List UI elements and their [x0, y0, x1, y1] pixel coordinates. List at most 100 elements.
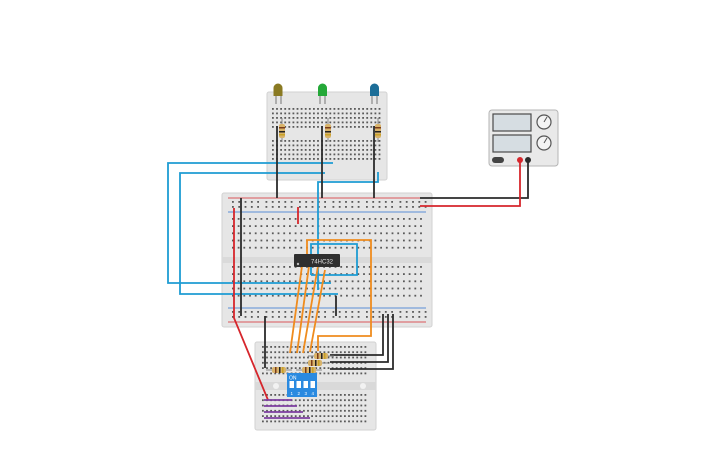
breadboard-hole[interactable] — [403, 294, 405, 297]
breadboard-hole[interactable] — [262, 367, 264, 369]
breadboard-hole[interactable] — [299, 201, 301, 203]
breadboard-hole[interactable] — [254, 218, 257, 220]
breadboard-hole[interactable] — [315, 420, 318, 423]
breadboard-hole[interactable] — [237, 246, 240, 249]
breadboard-hole[interactable] — [323, 294, 325, 297]
dip-switch-toggle[interactable] — [289, 381, 295, 388]
breadboard-hole[interactable] — [254, 246, 257, 249]
breadboard-hole[interactable] — [333, 158, 336, 160]
breadboard-hole[interactable] — [325, 153, 328, 156]
breadboard-hole[interactable] — [313, 140, 315, 142]
breadboard-hole[interactable] — [403, 239, 405, 242]
breadboard-hole[interactable] — [313, 117, 315, 119]
breadboard-hole[interactable] — [349, 121, 352, 124]
breadboard-hole[interactable] — [308, 108, 311, 110]
breadboard-hole[interactable] — [232, 239, 234, 242]
breadboard-hole[interactable] — [300, 158, 303, 160]
breadboard-hole[interactable] — [289, 246, 291, 249]
breadboard-hole[interactable] — [271, 246, 274, 249]
breadboard-hole[interactable] — [243, 246, 246, 249]
breadboard-hole[interactable] — [356, 409, 359, 412]
breadboard-hole[interactable] — [323, 394, 326, 396]
breadboard-hole[interactable] — [335, 420, 338, 423]
breadboard-hole[interactable] — [266, 409, 268, 412]
breadboard-hole[interactable] — [274, 420, 277, 423]
breadboard-hole[interactable] — [300, 121, 303, 124]
breadboard-hole[interactable] — [358, 149, 360, 151]
breadboard-hole[interactable] — [328, 287, 331, 290]
breadboard-hole[interactable] — [325, 144, 328, 147]
breadboard-hole[interactable] — [317, 108, 319, 110]
breadboard-hole[interactable] — [298, 420, 301, 423]
breadboard-hole[interactable] — [354, 126, 356, 128]
breadboard-hole[interactable] — [364, 372, 367, 375]
breadboard-hole[interactable] — [274, 372, 277, 375]
breadboard-hole[interactable] — [296, 112, 299, 115]
breadboard-hole[interactable] — [334, 287, 337, 290]
breadboard-hole[interactable] — [308, 149, 311, 151]
breadboard-hole[interactable] — [341, 144, 344, 147]
breadboard-hole[interactable] — [374, 280, 377, 283]
resistor[interactable] — [308, 353, 334, 359]
breadboard-hole[interactable] — [368, 266, 371, 268]
breadboard-hole[interactable] — [354, 112, 356, 115]
breadboard-hole[interactable] — [283, 266, 286, 268]
breadboard-hole[interactable] — [260, 225, 263, 227]
breadboard-hole[interactable] — [266, 420, 268, 423]
breadboard-hole[interactable] — [380, 225, 382, 227]
breadboard-hole[interactable] — [315, 399, 318, 402]
breadboard-hole[interactable] — [254, 232, 257, 235]
breadboard-hole[interactable] — [249, 225, 251, 227]
breadboard-hole[interactable] — [313, 153, 315, 156]
wire-black[interactable] — [330, 314, 394, 370]
breadboard-hole[interactable] — [378, 316, 381, 318]
resistor[interactable] — [296, 367, 322, 373]
breadboard-hole[interactable] — [374, 246, 377, 249]
breadboard-hole[interactable] — [329, 144, 332, 147]
breadboard-hole[interactable] — [405, 201, 408, 203]
breadboard-hole[interactable] — [331, 415, 334, 417]
breadboard-hole[interactable] — [319, 351, 322, 354]
breadboard-hole[interactable] — [339, 394, 342, 396]
breadboard-hole[interactable] — [315, 415, 318, 417]
breadboard-hole[interactable] — [317, 153, 319, 156]
breadboard-hole[interactable] — [338, 201, 341, 203]
breadboard-hole[interactable] — [288, 126, 291, 128]
breadboard-hole[interactable] — [323, 420, 326, 423]
breadboard-hole[interactable] — [237, 294, 240, 297]
breadboard-hole[interactable] — [317, 140, 319, 142]
breadboard-hole[interactable] — [420, 225, 422, 227]
breadboard-hole[interactable] — [262, 346, 264, 348]
breadboard-hole[interactable] — [294, 356, 297, 359]
breadboard-hole[interactable] — [278, 361, 281, 364]
breadboard-hole[interactable] — [243, 294, 246, 297]
breadboard-hole[interactable] — [257, 201, 259, 203]
breadboard-hole[interactable] — [266, 346, 268, 348]
breadboard-hole[interactable] — [339, 404, 342, 407]
breadboard-hole[interactable] — [418, 311, 421, 313]
breadboard-hole[interactable] — [339, 356, 342, 359]
breadboard-hole[interactable] — [324, 206, 326, 208]
breadboard-hole[interactable] — [237, 287, 240, 290]
breadboard-hole[interactable] — [294, 225, 297, 227]
breadboard-hole[interactable] — [243, 287, 246, 290]
breadboard-hole[interactable] — [325, 112, 328, 115]
breadboard-hole[interactable] — [341, 153, 344, 156]
breadboard-hole[interactable] — [397, 225, 400, 227]
breadboard-hole[interactable] — [262, 420, 264, 423]
breadboard-hole[interactable] — [397, 294, 400, 297]
breadboard-hole[interactable] — [357, 311, 360, 313]
breadboard-hole[interactable] — [408, 246, 411, 249]
breadboard-hole[interactable] — [274, 394, 277, 396]
breadboard-hole[interactable] — [238, 201, 241, 203]
breadboard-hole[interactable] — [271, 294, 274, 297]
breadboard-hole[interactable] — [288, 117, 291, 119]
breadboard-hole[interactable] — [363, 294, 365, 297]
breadboard-hole[interactable] — [380, 287, 382, 290]
breadboard-hole[interactable] — [249, 280, 251, 283]
breadboard-hole[interactable] — [335, 415, 338, 417]
breadboard-hole[interactable] — [323, 225, 325, 227]
breadboard-hole[interactable] — [243, 280, 246, 283]
breadboard-hole[interactable] — [345, 126, 348, 128]
resistor[interactable] — [302, 360, 328, 366]
